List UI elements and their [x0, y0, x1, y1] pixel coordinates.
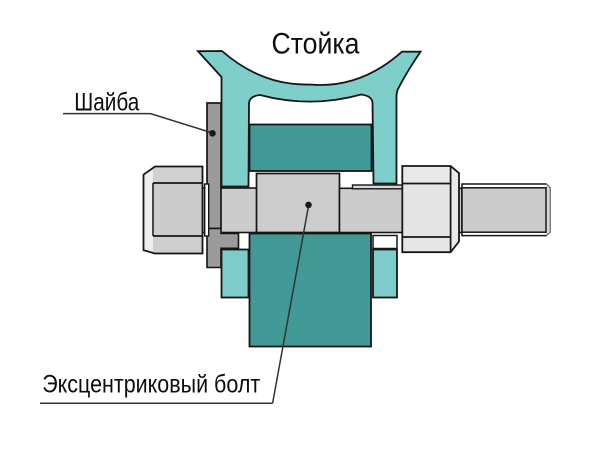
svg-text:Шайба: Шайба	[74, 89, 139, 117]
svg-text:Эксцентриковый болт: Эксцентриковый болт	[42, 371, 260, 399]
svg-text:Стойка: Стойка	[272, 27, 360, 60]
